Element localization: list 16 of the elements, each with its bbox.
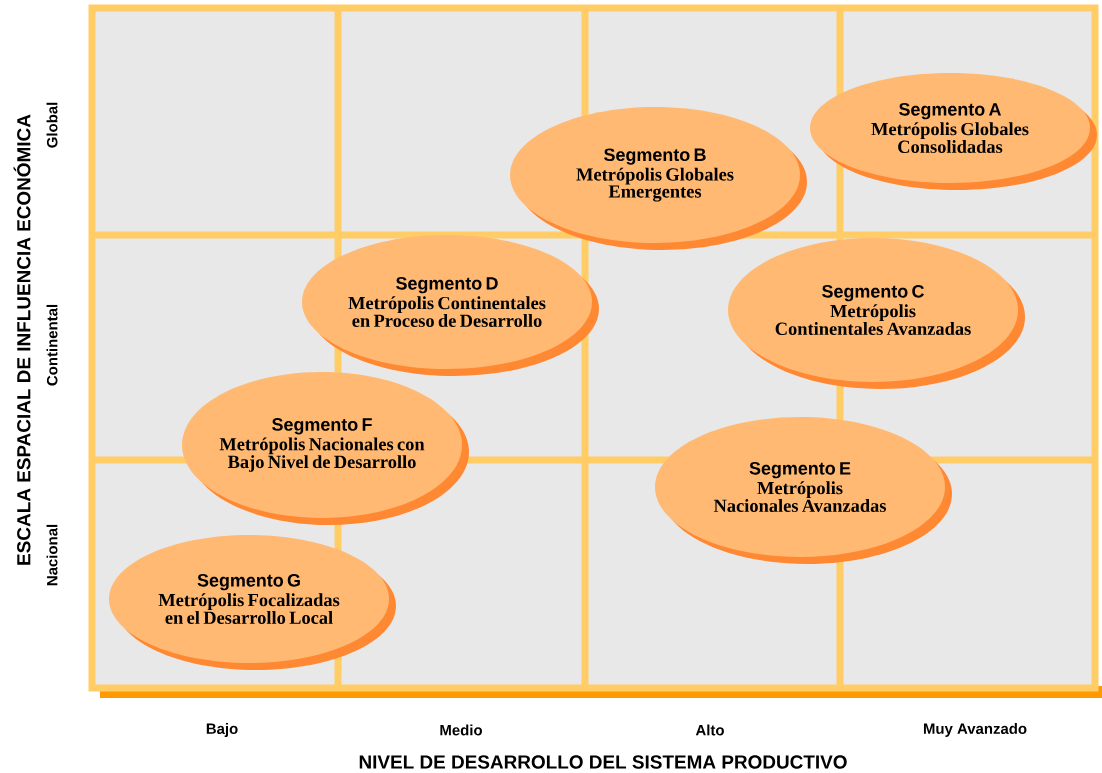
ellipse-node: Segmento E Metrópolis Nacionales Avanzadas — [655, 417, 952, 564]
axis-title: ESCALA ESPACIAL DE INFLUENCIA ECONÓMICA — [13, 114, 31, 565]
ellipse-node: Segmento D Metrópolis Continentales en Proceso de Desarrollo — [302, 235, 599, 376]
axis-category: Alto — [695, 724, 724, 736]
ellipse-node: Segmento A Metrópolis Globales Consolidadas — [810, 73, 1097, 190]
ellipse-node: Segmento F Metrópolis Nacionales con Bajo Nivel de Desarrollo — [182, 372, 469, 525]
axis-category: Medio — [440, 724, 482, 736]
axis-category: Nacional — [46, 524, 58, 586]
ellipse-node: Segmento B Metrópolis Globales Emergentes — [510, 107, 807, 250]
ellipse-node: Segmento C Metrópolis Continentales Avanzadas — [728, 238, 1025, 389]
axis-category: Muy Avanzado — [923, 723, 1027, 737]
axis-title: NIVEL DE DESARROLLO DEL SISTEMA PRODUCTIVO — [359, 755, 847, 769]
ellipse-node: Segmento G Metrópolis Focalizadas en el Desarrollo Local — [109, 535, 396, 670]
axis-category: Continental — [46, 304, 58, 386]
axis-category: Global — [46, 102, 58, 148]
axis-category: Bajo — [206, 723, 238, 737]
